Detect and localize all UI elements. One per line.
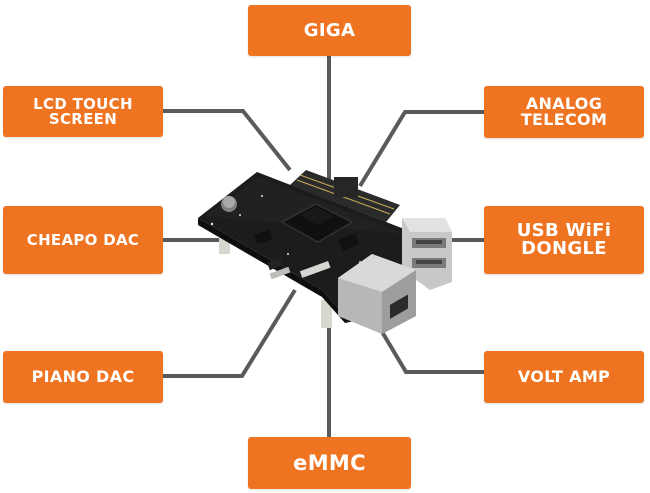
standoff-left <box>219 228 230 254</box>
chip-a <box>253 229 273 245</box>
connector-analog <box>358 110 484 188</box>
label-usb-wifi-dongle: USB WiFi DONGLE <box>484 206 644 274</box>
label-volt-amp: VOLT AMP <box>484 351 644 403</box>
label-emmc: eMMC <box>248 437 411 489</box>
label-analog-telecom: ANALOG TELECOM <box>484 86 644 138</box>
header-block <box>334 177 358 197</box>
label-lcd-touch-screen: LCD TOUCH SCREEN <box>3 86 163 137</box>
label-giga-text: GIGA <box>303 19 356 41</box>
label-cheapo-dac: CHEAPO DAC <box>3 206 163 274</box>
label-volt-amp-text: VOLT AMP <box>517 367 611 386</box>
label-giga: GIGA <box>248 5 411 56</box>
label-usb-wifi-dongle-text: USB WiFi DONGLE <box>516 220 612 259</box>
label-cheapo-dac-text: CHEAPO DAC <box>26 230 140 249</box>
connector-lcd <box>163 109 292 172</box>
chip-c <box>267 257 283 271</box>
label-piano-dac: PIANO DAC <box>3 351 163 403</box>
label-piano-dac-text: PIANO DAC <box>31 367 135 386</box>
connector-volt <box>376 323 484 374</box>
connector-piano <box>163 288 297 378</box>
label-analog-telecom-text: ANALOG TELECOM <box>520 94 608 129</box>
ribbon-connector <box>299 261 331 278</box>
label-emmc-text: eMMC <box>293 450 366 475</box>
chip-b <box>338 233 360 251</box>
label-lcd-touch-screen-text: LCD TOUCH SCREEN <box>33 94 133 128</box>
standoff-bottom <box>321 300 332 328</box>
